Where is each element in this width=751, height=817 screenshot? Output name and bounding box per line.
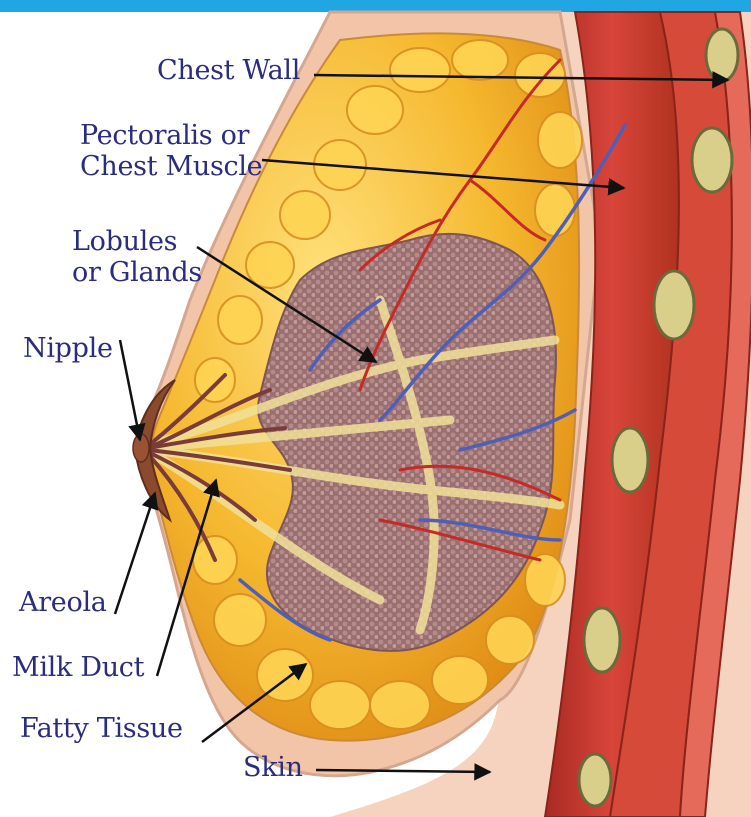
label-nipple: Nipple bbox=[23, 333, 113, 364]
label-skin: Skin bbox=[243, 752, 303, 783]
label-milk-duct: Milk Duct bbox=[12, 652, 144, 683]
label-pectoralis: Pectoralis or Chest Muscle bbox=[80, 120, 262, 182]
arrow-areola bbox=[115, 493, 155, 614]
label-lobules-line2: or Glands bbox=[72, 257, 202, 288]
label-lobules-line1: Lobules bbox=[72, 226, 202, 257]
arrow-nipple bbox=[120, 340, 140, 440]
label-chest-wall: Chest Wall bbox=[157, 55, 300, 86]
label-lobules: Lobules or Glands bbox=[72, 226, 202, 288]
label-pectoralis-line2: Chest Muscle bbox=[80, 151, 262, 182]
label-pectoralis-line1: Pectoralis or bbox=[80, 120, 262, 151]
nipple bbox=[133, 434, 149, 462]
label-fatty-tissue: Fatty Tissue bbox=[20, 713, 183, 744]
label-areola: Areola bbox=[19, 587, 107, 618]
